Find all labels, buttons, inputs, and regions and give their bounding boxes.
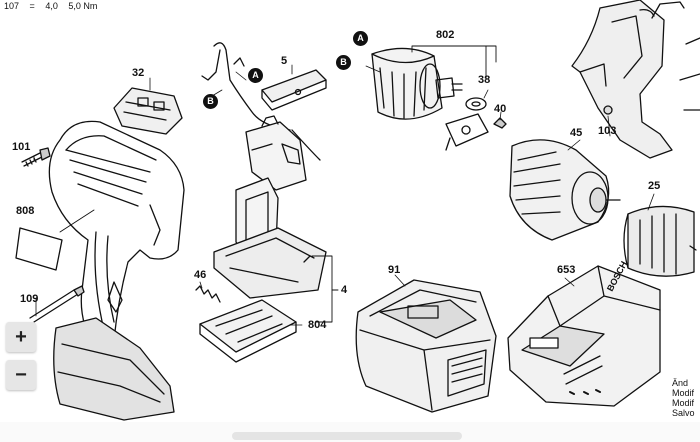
ref-marker-a-motor: A xyxy=(353,31,368,46)
drill-housing-half xyxy=(48,120,185,421)
screw-103 xyxy=(603,105,613,115)
label-40: 40 xyxy=(494,103,507,115)
header-value-2: = xyxy=(29,1,35,11)
label-802: 802 xyxy=(436,29,455,41)
gearbox-45 xyxy=(509,139,621,241)
chuck-25 xyxy=(623,205,697,277)
label-804: 804 xyxy=(308,319,327,331)
battery-contact-plate-4 xyxy=(213,227,327,299)
label-91: 91 xyxy=(388,264,401,276)
label-653: 653 xyxy=(557,264,576,276)
side-note-line: Salvo xyxy=(672,408,695,418)
ref-marker-b-motor: B xyxy=(336,55,351,70)
nameplate-808 xyxy=(15,209,95,271)
battery-pack-91 xyxy=(355,279,497,413)
label-5: 5 xyxy=(281,55,288,67)
screw-101 xyxy=(21,147,51,167)
label-109: 109 xyxy=(20,293,39,305)
label-32: 32 xyxy=(132,67,145,79)
label-46: 46 xyxy=(194,269,207,281)
bit-109 xyxy=(29,285,85,323)
housing-half-right xyxy=(571,0,700,159)
spring-46 xyxy=(195,285,221,303)
zoom-in-button[interactable]: + xyxy=(6,322,36,352)
ring-38 xyxy=(465,97,487,111)
label-808: 808 xyxy=(16,205,35,217)
bracket-4 xyxy=(311,255,339,323)
battery-plate-804 xyxy=(199,299,297,363)
label-25: 25 xyxy=(648,180,661,192)
cable-harness xyxy=(201,42,321,161)
side-note-line: Modif xyxy=(672,398,695,408)
ref-marker-b-cable: B xyxy=(203,94,218,109)
leader-lines xyxy=(33,64,655,326)
retaining-plate xyxy=(445,113,489,151)
torque-header: 107 = 4,0 5,0 Nm xyxy=(4,1,105,11)
motor-802 xyxy=(371,47,463,120)
side-note-line: Modif xyxy=(672,388,695,398)
header-value-1: 107 xyxy=(4,1,20,11)
charger-653 xyxy=(507,265,661,407)
zoom-out-button[interactable]: − xyxy=(6,360,36,390)
side-note-line: Änd xyxy=(672,378,689,388)
header-value-4: 5,0 Nm xyxy=(68,1,98,11)
electronic-switch xyxy=(245,115,307,191)
screw-40 xyxy=(493,117,507,129)
label-103: 103 xyxy=(598,125,617,137)
bracket-802 xyxy=(411,45,497,79)
header-value-3: 4,0 xyxy=(45,1,58,11)
label-4: 4 xyxy=(341,284,348,296)
ref-marker-a-cable: A xyxy=(248,68,263,83)
label-38: 38 xyxy=(478,74,491,86)
label-45: 45 xyxy=(570,127,583,139)
damper-5 xyxy=(261,69,327,111)
label-101: 101 xyxy=(12,141,31,153)
side-notes: Änd Modif Modif Salvo xyxy=(672,378,695,418)
horizontal-scrollbar[interactable] xyxy=(232,432,462,440)
switch-cover-32 xyxy=(113,87,183,135)
